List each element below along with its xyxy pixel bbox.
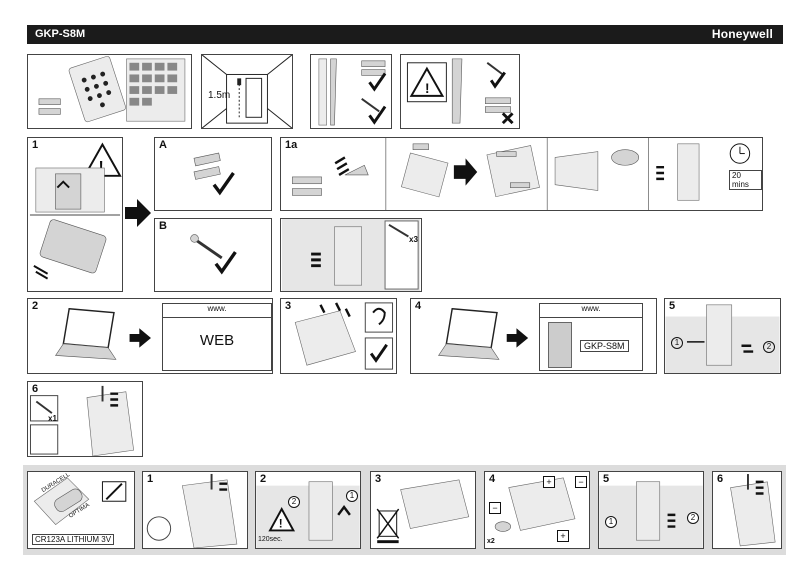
height-label: 1.5m	[208, 90, 231, 101]
battery-step2-panel: 2 ! 120sec. 2 1	[255, 471, 361, 549]
attach-keypad-illustration	[294, 302, 394, 370]
step5-number: 5	[669, 300, 676, 312]
timer-label: 20 mins	[729, 170, 762, 190]
web-label: WEB	[199, 332, 235, 349]
step4-panel: 4 www. GKP-S8M	[410, 298, 657, 374]
step2-panel: 2 www. WEB	[27, 298, 273, 374]
option-b-panel: B	[154, 218, 272, 292]
polarity-plus-top: +	[543, 476, 555, 488]
option-a-label: A	[159, 139, 167, 151]
battery-circle-two: 2	[288, 496, 300, 508]
device-page-box: www. GKP-S8M	[539, 303, 643, 371]
close-keypad-illustration	[665, 304, 780, 373]
refit-screw-illustration	[730, 474, 776, 547]
step1a-panel: 1a 20 mins	[280, 137, 763, 211]
laptop-web-illustration	[55, 307, 151, 360]
battery-step1-number: 1	[147, 473, 154, 485]
step2-number: 2	[32, 300, 39, 312]
battery-step4-panel: 4 + − − + x2	[484, 471, 590, 549]
step4-number: 4	[415, 300, 422, 312]
svg-text:!: !	[425, 81, 430, 96]
close-keypad-again-illustration	[599, 481, 703, 548]
device-name-label: GKP-S8M	[580, 340, 629, 352]
laptop-device-illustration	[438, 307, 529, 360]
dispose-battery-illustration	[376, 479, 470, 544]
wall-tape-screw-illustration	[318, 58, 387, 126]
open-keypad-illustration: !	[256, 481, 360, 548]
polarity-minus-left: −	[489, 502, 501, 514]
battery-circle-one: 1	[346, 490, 358, 502]
battery-step2-number: 2	[260, 473, 267, 485]
warning-surface-illustration: !	[406, 58, 514, 125]
screw-mounting-illustration	[281, 219, 421, 291]
step6-panel: 6 x1	[27, 381, 143, 457]
battery-step3-panel: 3	[370, 471, 476, 549]
battery-step3-number: 3	[375, 473, 382, 485]
option-a-panel: A	[154, 137, 272, 211]
screw-option-illustration	[190, 234, 237, 275]
battery5-circle-two: 2	[687, 512, 699, 524]
battery-count: x2	[487, 538, 495, 545]
svg-text:!: !	[99, 159, 104, 176]
tape-mounting-sequence-illustration	[292, 138, 751, 210]
battery-step5-number: 5	[603, 473, 610, 485]
remove-backplate-illustration: !	[29, 142, 122, 280]
svg-text:!: !	[279, 518, 283, 531]
secure-screw-illustration	[29, 385, 135, 456]
step5-panel: 5 1 2	[664, 298, 781, 374]
step1-panel: 1 !	[27, 137, 123, 292]
battery5-circle-one: 1	[605, 516, 617, 528]
insert-battery-illustration	[494, 477, 576, 532]
keypad-contents-illustration	[38, 56, 186, 123]
arrow-right-icon	[125, 199, 151, 227]
box-contents-panel	[27, 54, 192, 129]
circle-one: 1	[671, 337, 683, 349]
option-b-label: B	[159, 220, 167, 232]
screws-count-label: x3	[409, 235, 418, 244]
step1a-number: 1a	[285, 139, 298, 151]
brand-logo: Honeywell	[711, 27, 773, 41]
step1-number: 1	[32, 139, 39, 151]
model-title: GKP-S8M	[35, 28, 86, 40]
remove-screw-illustration	[146, 473, 238, 548]
web-browser-box: www. WEB	[162, 303, 272, 371]
battery-step6-number: 6	[717, 473, 724, 485]
polarity-plus-bottom: +	[557, 530, 569, 542]
battery-step5-panel: 5 1 2	[598, 471, 704, 549]
web-url-text: www.	[163, 304, 271, 318]
battery-type-label: CR123A LITHIUM 3V	[32, 534, 115, 545]
screw-x1-label: x1	[48, 414, 57, 423]
mounting-height-panel: 1.5m	[201, 54, 293, 129]
battery-step1-panel: 1	[142, 471, 248, 549]
wait-label: 120sec.	[258, 536, 283, 543]
adhesive-tape-option-illustration	[193, 152, 235, 196]
polarity-minus-right: −	[575, 476, 587, 488]
header-bar: GKP-S8M Honeywell	[27, 25, 783, 44]
circle-two: 2	[763, 341, 775, 353]
battery-step4-number: 4	[489, 473, 496, 485]
warning-surface-panel: !	[400, 54, 520, 129]
step3-number: 3	[285, 300, 292, 312]
battery-info-panel: DURACELL OPTIMA CR123A LITHIUM 3V	[27, 471, 135, 549]
wall-check-panel	[310, 54, 392, 129]
room-wall-illustration	[202, 55, 292, 128]
step6-number: 6	[32, 383, 39, 395]
step3-panel: 3	[280, 298, 397, 374]
keypad-thumbnail	[548, 322, 572, 368]
battery-step6-panel: 6	[712, 471, 782, 549]
battery-illustration	[33, 477, 127, 526]
device-url-text: www.	[540, 304, 642, 318]
step1b-panel: 1b x3	[280, 218, 422, 292]
